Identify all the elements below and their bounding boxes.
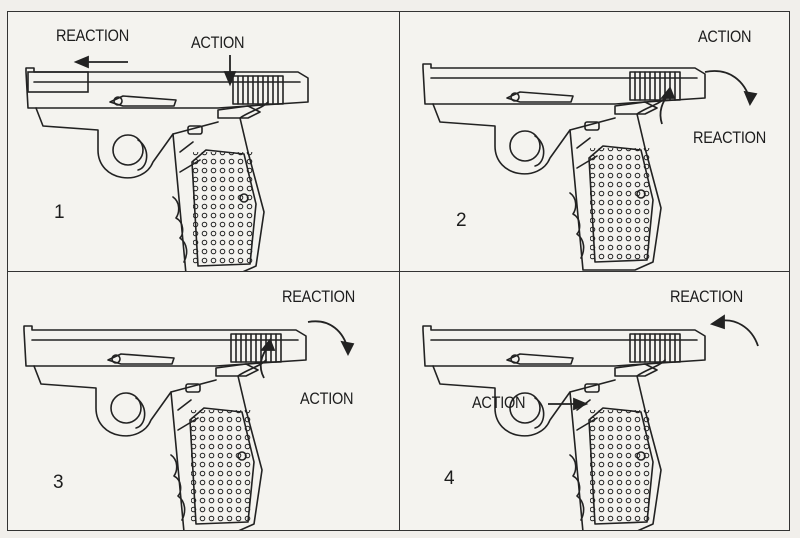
- panel-4: REACTION ACTION 4: [399, 271, 790, 531]
- pistol-illustration-1: [25, 55, 309, 271]
- action-curved-arrow: [259, 338, 276, 379]
- panel-number: 3: [53, 472, 64, 493]
- action-curved-arrow: [704, 70, 758, 106]
- action-arrow: [223, 55, 237, 87]
- action-label: ACTION: [300, 390, 354, 408]
- reaction-curved-arrow: [307, 320, 355, 357]
- action-label: ACTION: [191, 34, 245, 52]
- action-label: ACTION: [472, 394, 526, 412]
- reaction-arrow: [73, 55, 128, 69]
- reaction-label: REACTION: [56, 27, 129, 45]
- barrel: [27, 71, 89, 93]
- pistol-illustration-4: [422, 314, 759, 530]
- pistol-illustration-3: [23, 320, 355, 530]
- panel-3: REACTION ACTION 3: [7, 271, 400, 531]
- reaction-label: REACTION: [670, 288, 743, 306]
- panel-number: 4: [444, 468, 455, 489]
- pistol-illustration-2: [422, 63, 758, 271]
- action-label: ACTION: [698, 28, 752, 46]
- reaction-label: REACTION: [282, 288, 355, 306]
- reaction-curved-arrow: [659, 86, 676, 125]
- panel-number: 1: [54, 202, 65, 223]
- action-arrow: [548, 397, 589, 411]
- panel-number: 2: [456, 210, 467, 231]
- panel-2: ACTION REACTION 2: [399, 11, 790, 272]
- reaction-curved-arrow: [709, 314, 759, 347]
- panel-1: REACTION ACTION 1: [7, 11, 400, 272]
- reaction-label: REACTION: [693, 129, 766, 147]
